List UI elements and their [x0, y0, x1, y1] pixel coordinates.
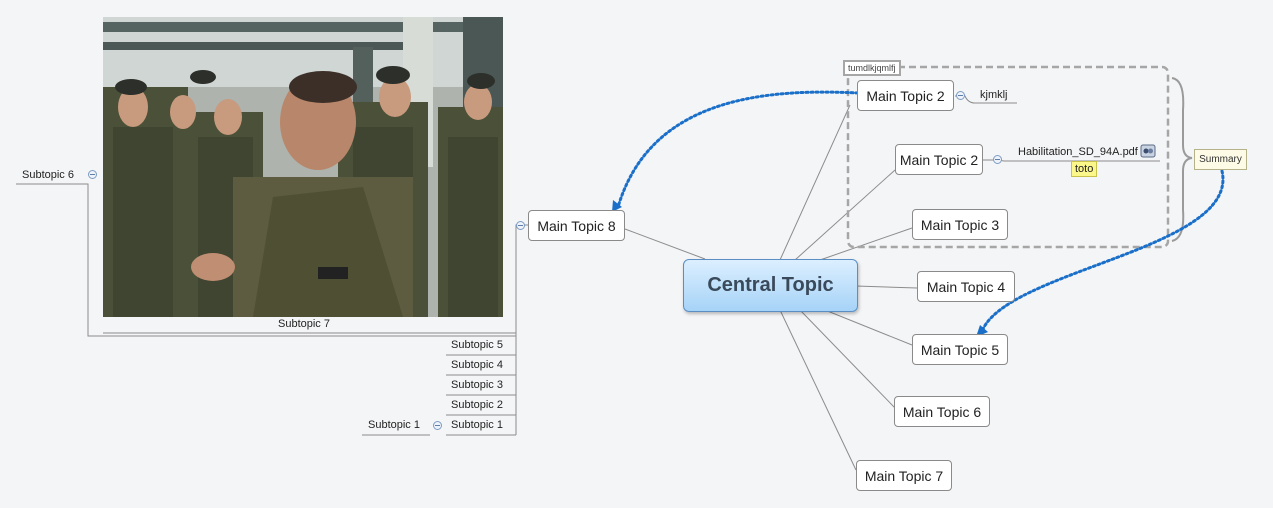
branch-line-mt7 — [779, 309, 857, 471]
subtopic-attachment[interactable]: Habilitation_SD_94A.pdf — [1018, 146, 1138, 158]
summary-topic[interactable]: Summary — [1194, 149, 1247, 170]
subtopic-5[interactable]: Subtopic 5 — [451, 339, 503, 351]
branch-line-mt6 — [799, 309, 896, 409]
branch-line-mt2a — [779, 104, 851, 261]
collapse-toggle-icon[interactable] — [88, 170, 97, 179]
main-topic-6[interactable]: Main Topic 6 — [894, 396, 990, 427]
relationship-mt2-to-mt8[interactable] — [616, 90, 860, 209]
subtopic-4[interactable]: Subtopic 4 — [451, 359, 503, 371]
arrowhead-mt8 — [612, 200, 622, 212]
boundary-label[interactable]: tumdlkjqmlfj — [843, 60, 901, 76]
attachment-icon[interactable] — [1140, 143, 1156, 159]
branch-line-kjmklj — [955, 95, 1017, 104]
main-topic-8[interactable]: Main Topic 8 — [528, 210, 625, 241]
subtopic-1-child[interactable]: Subtopic 1 — [368, 419, 420, 431]
branch-line-mt8 — [624, 228, 706, 260]
photo-illustration — [103, 17, 503, 317]
subtopic-kjmklj[interactable]: kjmklj — [980, 89, 1008, 101]
main-topic-5[interactable]: Main Topic 5 — [912, 334, 1008, 365]
branch-line-mt3 — [819, 227, 913, 261]
main-topic-2-second[interactable]: Main Topic 2 — [895, 144, 983, 175]
photo-image[interactable] — [103, 17, 503, 317]
collapse-toggle-icon[interactable] — [993, 155, 1002, 164]
relationship-lines — [616, 90, 1225, 336]
main-topic-3[interactable]: Main Topic 3 — [912, 209, 1008, 240]
collapse-toggle-icon[interactable] — [433, 421, 442, 430]
main-topic-4[interactable]: Main Topic 4 — [917, 271, 1015, 302]
main-topic-7[interactable]: Main Topic 7 — [856, 460, 952, 491]
summary-brace — [1171, 77, 1193, 242]
collapse-toggle-icon[interactable] — [516, 221, 525, 230]
branch-line-mt2b — [794, 169, 896, 261]
note-label[interactable]: toto — [1071, 161, 1098, 177]
central-topic[interactable]: Central Topic — [683, 259, 858, 312]
subtopic-2[interactable]: Subtopic 2 — [451, 399, 503, 411]
relationship-summary-to-mt5[interactable] — [979, 169, 1225, 336]
collapse-toggle-icon[interactable] — [956, 91, 965, 100]
branch-line-mt5 — [824, 309, 913, 346]
subtopic-1[interactable]: Subtopic 1 — [451, 419, 503, 431]
branch-line-mt4 — [855, 285, 918, 289]
main-topic-2-top[interactable]: Main Topic 2 — [857, 80, 954, 111]
boundary-frame[interactable] — [846, 65, 1170, 249]
subtopic-6[interactable]: Subtopic 6 — [22, 169, 74, 181]
subtopic-3[interactable]: Subtopic 3 — [451, 379, 503, 391]
subtopic-7[interactable]: Subtopic 7 — [278, 318, 330, 330]
